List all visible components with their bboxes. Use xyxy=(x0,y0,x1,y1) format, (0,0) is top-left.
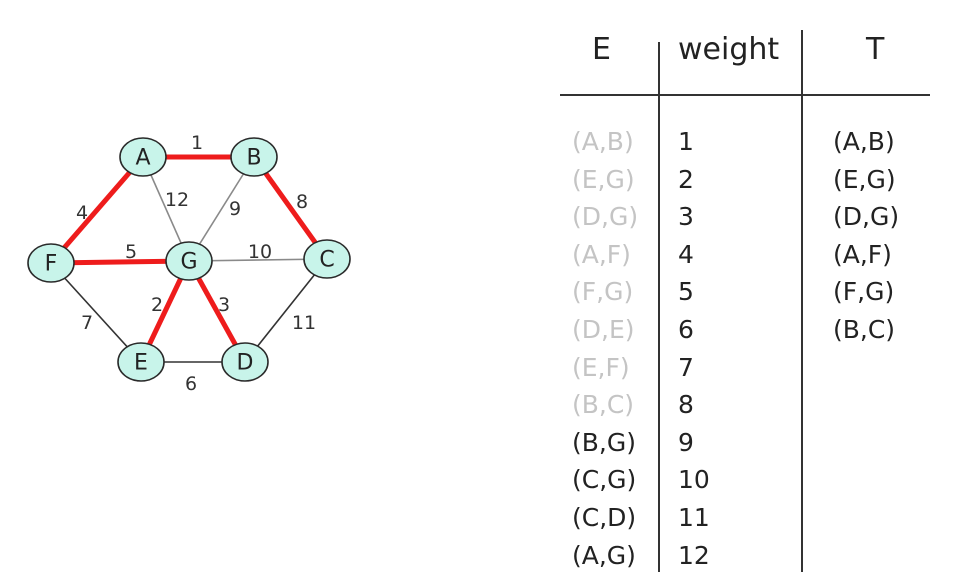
weight-cell: 1 xyxy=(678,127,694,156)
weight-cell: 3 xyxy=(678,202,694,232)
edge-weight-label: 4 xyxy=(76,202,88,224)
node-circle xyxy=(303,239,351,279)
weight-cell: 9 xyxy=(678,427,694,457)
edge-weight-label: 8 xyxy=(296,191,308,213)
weight-cell: 7 xyxy=(678,352,694,382)
edge-cell: (A,B) xyxy=(572,127,634,156)
weight-cell: 11 xyxy=(678,502,710,532)
edge-weight-label: 2 xyxy=(151,294,163,316)
node-circle xyxy=(27,243,75,283)
edge-cell: (C,G) xyxy=(572,465,637,495)
edge-cell: (D,G) xyxy=(572,202,639,232)
node-label: A xyxy=(135,146,150,171)
edge-weight-label: 10 xyxy=(248,241,272,263)
header-divider xyxy=(560,94,930,96)
edge-weight-label: 5 xyxy=(125,241,137,263)
header-weight: weight xyxy=(678,32,780,67)
edge-cell: (A,G) xyxy=(572,540,636,570)
node-circle xyxy=(165,241,213,281)
weight-cell: 5 xyxy=(678,277,694,307)
edge-cell: (E,G) xyxy=(572,164,635,194)
node-label: E xyxy=(134,351,148,376)
node-label: D xyxy=(237,351,254,376)
weight-cell: 6 xyxy=(678,314,694,344)
edge-weight-label: 9 xyxy=(229,198,241,220)
weight-cell: 4 xyxy=(678,239,694,269)
weight-cell: 8 xyxy=(678,390,694,420)
edge-cell: (F,G) xyxy=(572,277,634,307)
tree-column: (A,B) (E,G) (D,G) (A,F) (F,G) (B,C) xyxy=(833,123,899,349)
weight-cell: 10 xyxy=(678,465,710,495)
edge-a-f xyxy=(49,155,145,265)
node-circle xyxy=(221,342,269,382)
edge-column: (A,B) (E,G) (D,G) (A,F) (F,G) (D,E) (E,F) (B,C)… xyxy=(572,123,638,574)
node-b: B xyxy=(230,137,278,177)
edge-weight-label: 11 xyxy=(292,312,316,334)
tree-edge-cell: (D,G) xyxy=(833,202,900,232)
column-divider-1 xyxy=(658,42,660,572)
edge-weight-label: 12 xyxy=(165,189,189,211)
edge-weight-label: 1 xyxy=(191,132,203,154)
tree-edge-cell: (A,B) xyxy=(833,127,895,156)
tree-edge-cell: (A,F) xyxy=(833,239,892,269)
graph-nodes: A B C D E F G xyxy=(27,137,351,382)
edge-cell: (C,D) xyxy=(572,502,637,532)
edge-cell: (B,C) xyxy=(572,390,635,420)
weight-cell: 12 xyxy=(678,540,710,570)
tree-edge-cell: (F,G) xyxy=(833,277,895,307)
edge-e-f xyxy=(50,262,142,363)
header-edge: E xyxy=(592,32,611,67)
node-a: A xyxy=(119,137,167,177)
edge-weight-label: 6 xyxy=(185,373,197,395)
weight-cell: 2 xyxy=(678,164,694,194)
edge-cell: (A,F) xyxy=(572,239,631,269)
node-circle xyxy=(230,137,278,177)
node-label: B xyxy=(246,146,261,171)
node-d: D xyxy=(221,342,269,382)
edge-weight-label: 7 xyxy=(81,312,93,334)
edge-cell: (E,F) xyxy=(572,352,630,382)
edge-cell: (B,G) xyxy=(572,427,636,457)
edge-c-d xyxy=(244,258,328,363)
node-label: F xyxy=(45,252,58,277)
node-circle xyxy=(117,342,165,382)
tree-edge-cell: (E,G) xyxy=(833,164,896,194)
header-tree: T xyxy=(866,32,885,67)
node-label: G xyxy=(180,250,197,275)
node-f: F xyxy=(27,243,75,283)
tree-edge-cell: (B,C) xyxy=(833,314,896,344)
edge-weight-label: 3 xyxy=(218,294,230,316)
node-circle xyxy=(119,137,167,177)
node-c: C xyxy=(303,239,351,279)
node-g: G xyxy=(165,241,213,281)
node-label: C xyxy=(319,248,334,273)
column-divider-2 xyxy=(801,30,803,572)
edge-cell: (D,E) xyxy=(572,314,635,344)
node-e: E xyxy=(117,342,165,382)
